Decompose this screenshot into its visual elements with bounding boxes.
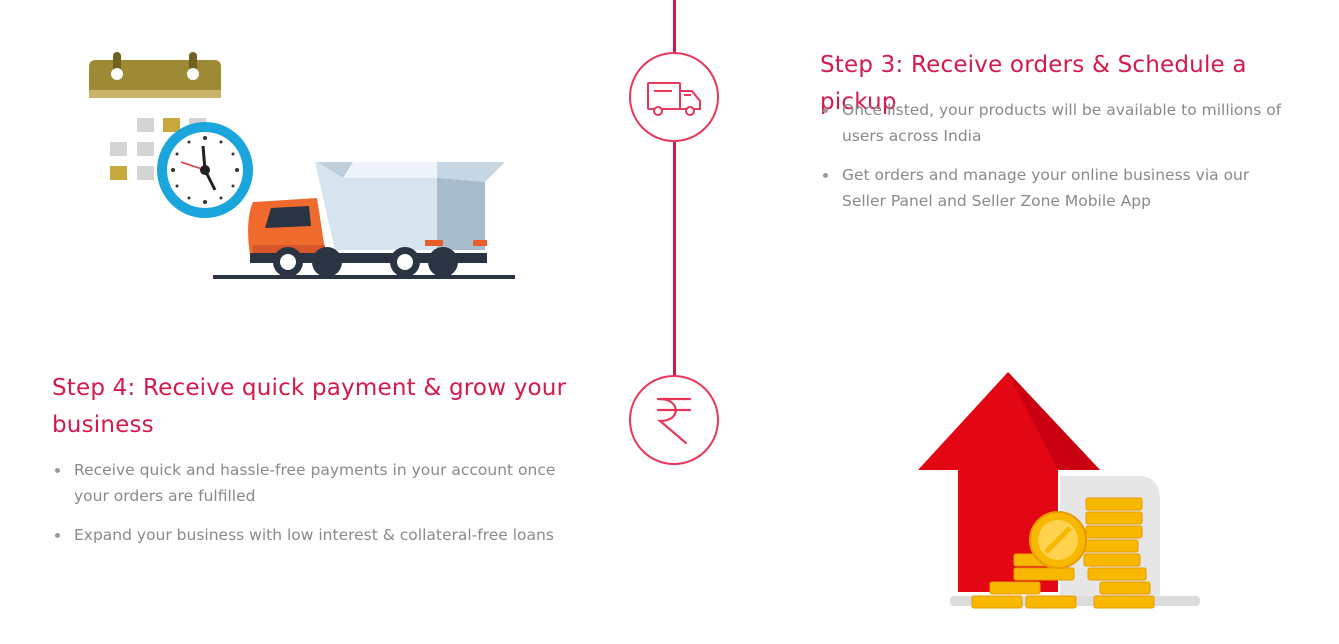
step3-bullet-1: Once listed, your products will be avail… xyxy=(820,97,1290,149)
rupee-icon xyxy=(656,397,692,445)
growth-arrow-coins-illustration xyxy=(918,372,1200,609)
step3-truck-icon-circle xyxy=(629,52,719,142)
step3-bullet-2: Get orders and manage your online busine… xyxy=(820,162,1290,214)
step4-bullet-list: Receive quick and hassle-free payments i… xyxy=(52,457,582,561)
truck-icon xyxy=(647,82,701,116)
calendar-clock-truck-illustration xyxy=(89,52,515,279)
step4-bullet-1: Receive quick and hassle-free payments i… xyxy=(52,457,582,509)
step3-title: Step 3: Receive orders & Schedule a pick… xyxy=(820,52,1247,115)
step4-title: Step 4: Receive quick payment & grow you… xyxy=(52,375,567,438)
step3-bullet-list: Once listed, your products will be avail… xyxy=(820,97,1290,227)
timeline-line xyxy=(673,0,676,380)
step4-bullet-2: Expand your business with low interest &… xyxy=(52,522,582,548)
step4-rupee-icon-circle xyxy=(629,375,719,465)
